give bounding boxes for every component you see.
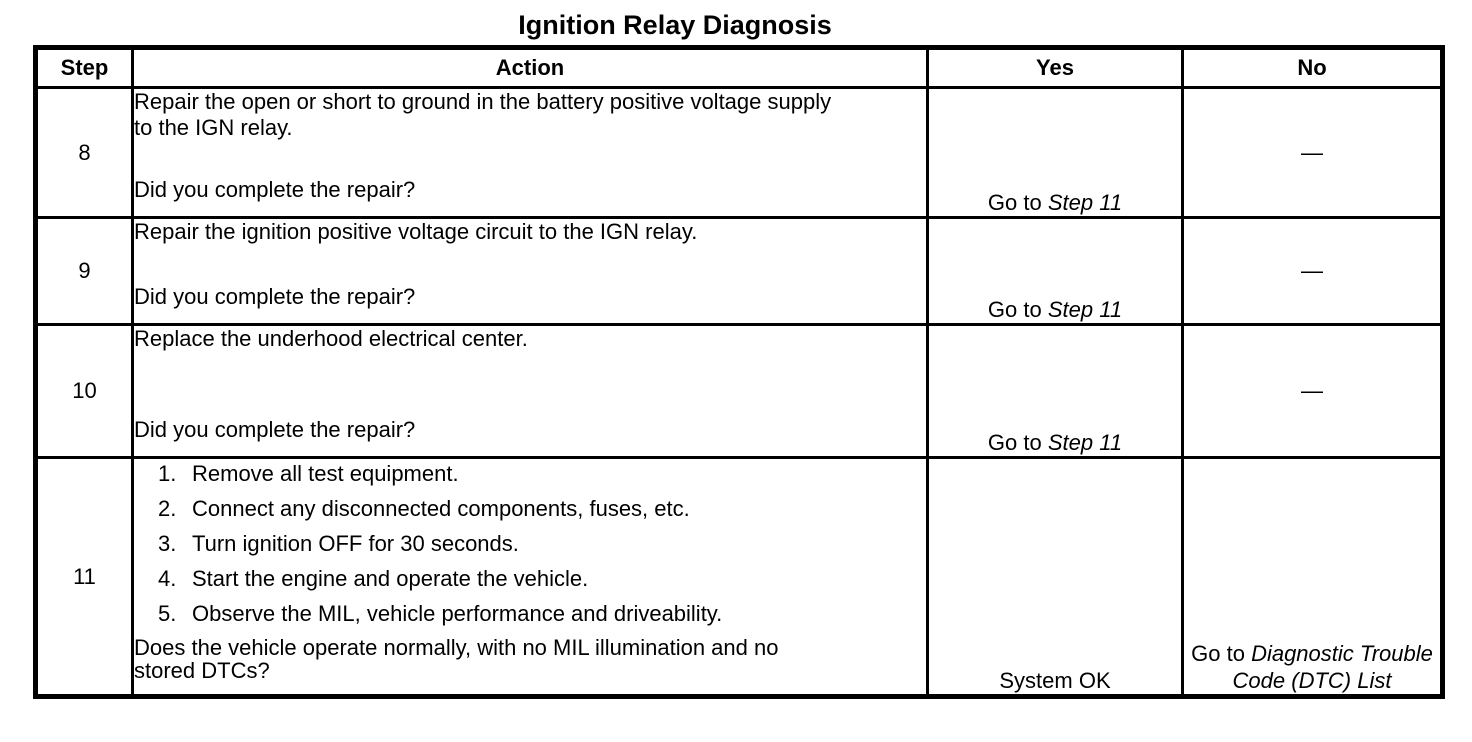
- action-cell: Repair the ignition positive voltage cir…: [131, 216, 929, 326]
- step-number: 8: [34, 86, 134, 219]
- action-text: Repair the open or short to ground in th…: [134, 89, 832, 140]
- col-header-no: No: [1181, 46, 1444, 89]
- numbered-procedure-list: 1.Remove all test equipment. 2.Connect a…: [134, 459, 926, 636]
- action-text: Repair the ignition positive voltage cir…: [134, 219, 698, 244]
- no-cell: Go to Diagnostic Trouble Code (DTC) List: [1181, 456, 1444, 698]
- list-item: 1.Remove all test equipment.: [158, 461, 459, 486]
- goto-step-reference: Go to Step 11: [987, 190, 1123, 215]
- no-cell: —: [1181, 216, 1444, 326]
- goto-step-reference: Go to Step 11: [987, 430, 1123, 455]
- action-cell: Replace the underhood electrical center.…: [131, 323, 929, 459]
- em-dash: —: [1301, 258, 1323, 283]
- col-header-step: Step: [34, 46, 134, 89]
- col-header-yes: Yes: [926, 46, 1184, 89]
- action-text: Replace the underhood electrical center.: [134, 326, 528, 351]
- diagnosis-table: Step Action Yes No 8 Repair the open or …: [33, 45, 1445, 699]
- system-ok-text: System OK: [999, 668, 1111, 693]
- action-question: Does the vehicle operate normally, with …: [134, 635, 779, 683]
- list-item: 4.Start the engine and operate the vehic…: [158, 566, 589, 591]
- yes-cell: Go to Step 11: [926, 86, 1184, 219]
- em-dash: —: [1301, 378, 1323, 403]
- no-cell: —: [1181, 323, 1444, 459]
- action-cell: 1.Remove all test equipment. 2.Connect a…: [131, 456, 929, 698]
- list-item: 2.Connect any disconnected components, f…: [158, 496, 690, 521]
- page-title: Ignition Relay Diagnosis: [518, 10, 832, 40]
- yes-cell: Go to Step 11: [926, 216, 1184, 326]
- goto-step-reference: Go to Step 11: [987, 297, 1123, 322]
- step-number: 11: [34, 456, 134, 698]
- table-row-step-10: 10 Replace the underhood electrical cent…: [34, 323, 1444, 459]
- table-row-step-8: 8 Repair the open or short to ground in …: [34, 86, 1444, 219]
- step-number: 10: [34, 323, 134, 459]
- action-question: Did you complete the repair?: [134, 177, 416, 202]
- action-cell: Repair the open or short to ground in th…: [131, 86, 929, 219]
- yes-cell: Go to Step 11: [926, 323, 1184, 459]
- table-row-step-11: 11 1.Remove all test equipment. 2.Connec…: [34, 456, 1444, 698]
- action-question: Did you complete the repair?: [134, 417, 416, 442]
- yes-cell: System OK: [926, 456, 1184, 698]
- list-item: 3.Turn ignition OFF for 30 seconds.: [158, 531, 519, 556]
- list-item: 5.Observe the MIL, vehicle performance a…: [158, 601, 723, 626]
- em-dash: —: [1301, 139, 1323, 165]
- table-row-step-9: 9 Repair the ignition positive voltage c…: [34, 216, 1444, 326]
- goto-dtc-list-reference: Go to Diagnostic Trouble Code (DTC) List: [1191, 641, 1433, 693]
- header-row: Step Action Yes No: [34, 46, 1444, 89]
- col-header-action: Action: [131, 46, 929, 89]
- step-number: 9: [34, 216, 134, 326]
- action-question: Did you complete the repair?: [134, 284, 416, 309]
- no-cell: —: [1181, 86, 1444, 219]
